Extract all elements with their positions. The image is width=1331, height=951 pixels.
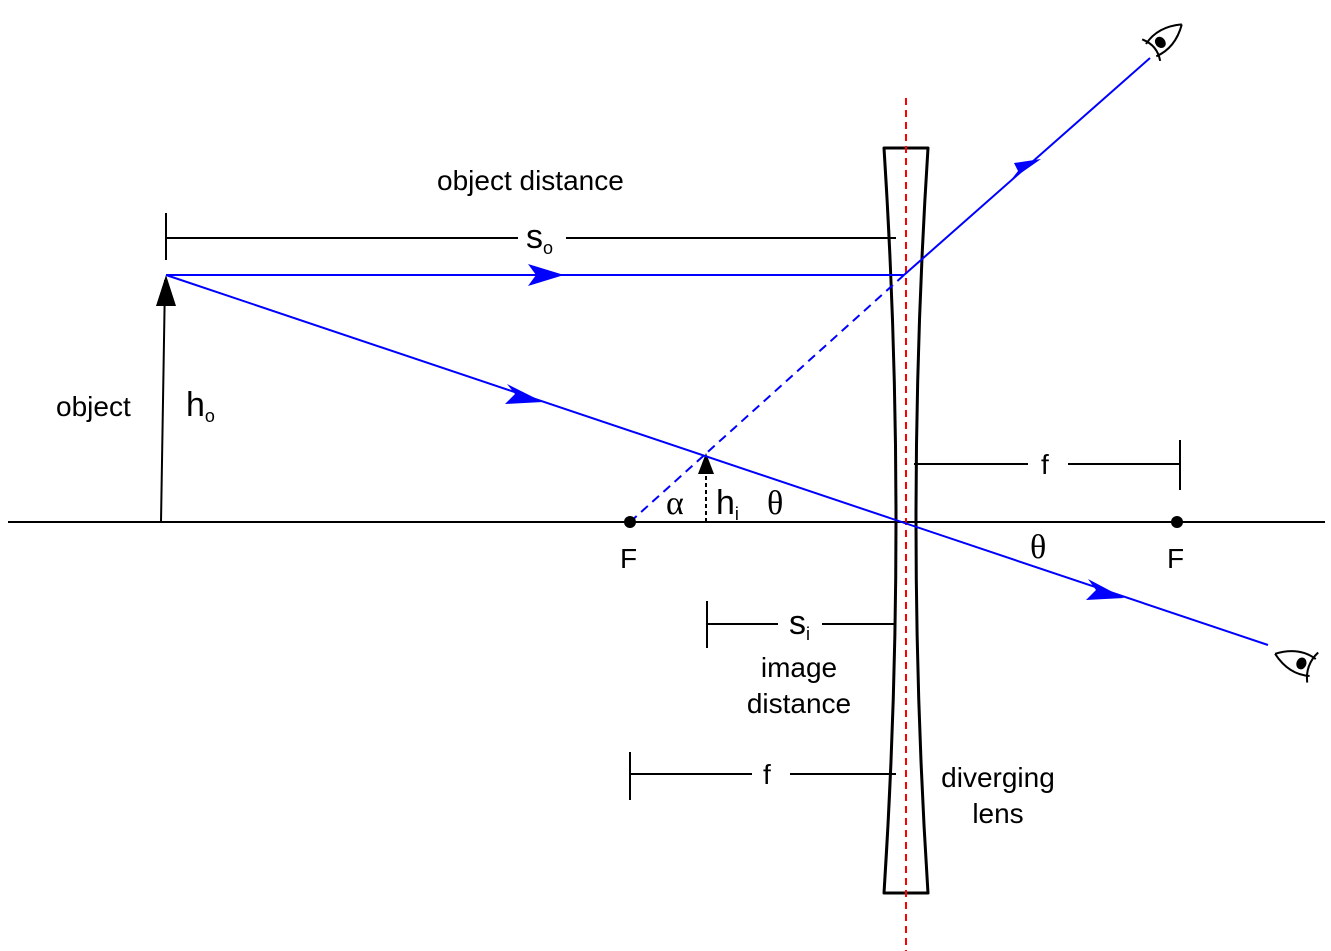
alpha-symbol: α [666,485,684,522]
object-label: object [56,391,131,422]
object-arrow [160,279,166,523]
s-i-symbol: si [789,604,810,644]
focal-length-top: f [1041,449,1049,480]
focal-point-left [624,516,636,528]
s-o-symbol: so [526,218,553,258]
ray-arrowhead-1 [528,264,564,286]
ray-arrowhead-3 [505,384,543,404]
diverging-lens-label-line1: diverging [941,762,1055,793]
theta-bottom: θ [1030,529,1046,566]
eye-icon [1141,23,1183,62]
h-o-symbol: ho [186,386,215,426]
object-arrowhead [156,275,176,306]
ray-central [165,274,1269,646]
focal-length-bottom: f [763,759,771,790]
ray-arrowhead-4 [1086,579,1124,600]
object-distance-label: object distance [437,165,624,196]
ray-virtual-extension [629,274,905,523]
image-arrowhead [698,453,714,474]
h-i-symbol: hi [716,484,739,524]
image-distance-label-line2: distance [747,688,851,719]
eye-icon [1274,650,1319,683]
focal-point-left-label: F [620,543,637,574]
theta-top: θ [767,485,783,522]
ray-arrowhead-2 [1011,159,1041,180]
diverging-lens-label-line2: lens [972,798,1023,829]
image-distance-label-line1: image [761,652,837,683]
diverging-lens [882,146,930,895]
focal-point-right [1171,516,1183,528]
focal-point-right-label: F [1167,543,1184,574]
